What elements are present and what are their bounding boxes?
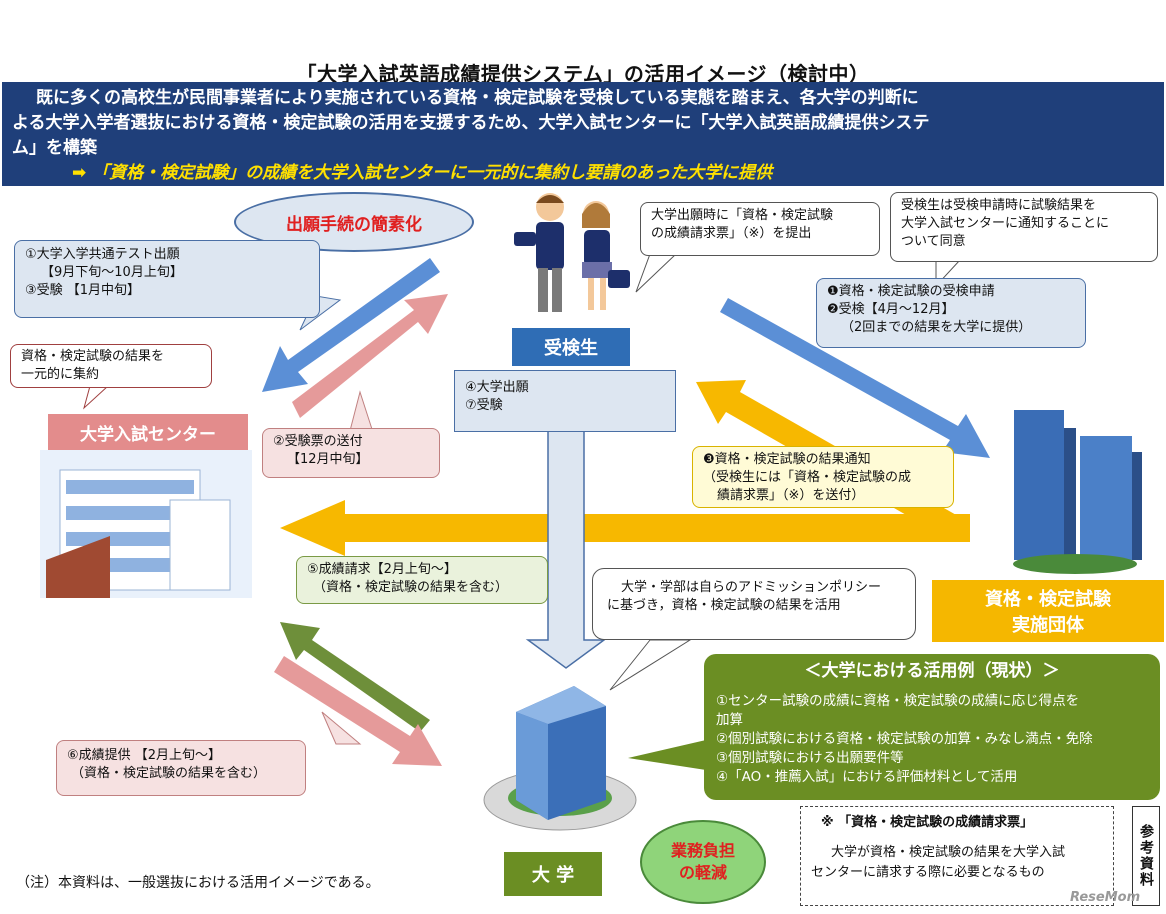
footnote-heading: ※ 「資格・検定試験の成績請求票」 xyxy=(821,815,1034,830)
score-provide-callout: ⑥成績提供 【2月上旬～】 （資格・検定試験の結果を含む） xyxy=(56,740,306,796)
common-test-callout: ①大学入学共通テスト出願 【9月下旬～10月上旬】 ③受験 【1月中旬】 xyxy=(14,240,320,318)
center-building-illustration xyxy=(40,450,252,598)
university-building-illustration xyxy=(483,686,637,831)
result-notice-callout: ❸資格・検定試験の結果通知 （受検生には「資格・検定試験の成 績請求票」（※）を… xyxy=(692,446,954,508)
ticket-line-2: 【12月中旬】 xyxy=(287,452,369,467)
reduce-line-2: の軽減 xyxy=(678,863,727,882)
center-collect-line-2: 一元的に集約 xyxy=(21,367,100,382)
pink-ticket-arrow xyxy=(292,294,448,418)
common-test-line-3: ③受験 【1月中旬】 xyxy=(25,283,141,298)
consent-line-3: ついて同意 xyxy=(901,234,966,249)
students-illustration xyxy=(514,193,630,312)
exam-apply-line-1: ❶資格・検定試験の受検申請 xyxy=(827,284,995,299)
banner-line-1: 既に多くの高校生が民間事業者により実施されている資格・検定試験を受検している実態… xyxy=(36,88,919,108)
usage-examples-heading: ＜大学における活用例（現状）＞ xyxy=(804,661,1060,681)
result-notice-line-2: （受検生には「資格・検定試験の成 xyxy=(703,470,912,485)
simplify-ellipse: 出願手続の簡素化 xyxy=(234,192,474,252)
org-label-line-2: 実施団体 xyxy=(1012,615,1084,636)
students-label: 受検生 xyxy=(512,328,630,366)
score-provide-line-2: （資格・検定試験の結果を含む） xyxy=(71,766,267,781)
request-doc-line-2: の成績請求票」（※）を提出 xyxy=(651,226,812,241)
banner-line-4: ➡ 「資格・検定試験」の成績を大学入試センターに一元的に集約し要請のあった大学に… xyxy=(72,163,773,183)
note-text: （注）本資料は、一般選抜における活用イメージである。 xyxy=(16,875,380,891)
usage-example-3: ③個別試験における出願要件等 xyxy=(716,750,904,766)
usage-example-1: ①センター試験の成績に資格・検定試験の成績に応じ得点を xyxy=(716,693,1080,709)
org-label-line-1: 資格・検定試験 xyxy=(985,589,1111,610)
usage-example-1-cont: 加算 xyxy=(716,712,743,728)
usage-examples-box: ＜大学における活用例（現状）＞ ①センター試験の成績に資格・検定試験の成績に応じ… xyxy=(704,654,1160,800)
univ-apply-callout: ④大学出願 ⑦受験 xyxy=(454,370,676,432)
common-test-line-1: ①大学入学共通テスト出願 xyxy=(25,247,180,262)
consent-callout: 受検生は受検申請時に試験結果を 大学入試センターに通知することに ついて同意 xyxy=(890,192,1158,262)
exam-apply-line-3: （2回までの結果を大学に提供） xyxy=(841,320,1032,335)
center-label: 大学入試センター xyxy=(48,414,248,450)
consent-line-2: 大学入試センターに通知することに xyxy=(901,216,1110,231)
apply-down-arrow xyxy=(525,429,607,669)
center-collect-line-1: 資格・検定試験の結果を xyxy=(21,349,165,364)
score-request-callout: ⑤成績請求【2月上旬～】 （資格・検定試験の結果を含む） xyxy=(296,556,548,604)
green-request-arrow xyxy=(280,622,430,732)
reference-side-label: 参考資料 xyxy=(1132,806,1160,906)
footnote-box: ※ 「資格・検定試験の成績請求票」 大学が資格・検定試験の結果を大学入試 センタ… xyxy=(800,806,1114,906)
ticket-line-1: ②受験票の送付 xyxy=(273,434,363,449)
score-provide-line-1: ⑥成績提供 【2月上旬～】 xyxy=(67,748,222,763)
score-request-line-2: （資格・検定試験の結果を含む） xyxy=(313,580,509,595)
university-label: 大 学 xyxy=(504,852,602,896)
score-request-line-1: ⑤成績請求【2月上旬～】 xyxy=(307,562,457,577)
footnote-line-2: センターに請求する際に必要となるもの xyxy=(811,865,1045,880)
request-doc-callout: 大学出願時に「資格・検定試験 の成績請求票」（※）を提出 xyxy=(640,202,880,256)
ticket-callout: ②受験票の送付 【12月中旬】 xyxy=(262,428,440,478)
result-notice-line-3: 績請求票」（※）を送付） xyxy=(717,488,865,503)
reduce-line-1: 業務負担 xyxy=(670,841,735,860)
admission-policy-line-2: に基づき，資格・検定試験の結果を活用 xyxy=(607,598,841,613)
summary-banner: 既に多くの高校生が民間事業者により実施されている資格・検定試験を受検している実態… xyxy=(2,82,1164,186)
org-buildings-illustration xyxy=(1013,410,1142,574)
reduce-ellipse: 業務負担 の軽減 xyxy=(640,820,766,904)
exam-apply-callout: ❶資格・検定試験の受検申請 ❷受検【4月～12月】 （2回までの結果を大学に提供… xyxy=(816,278,1086,348)
univ-apply-line-1: ④大学出願 xyxy=(465,380,529,395)
watermark: ReseMom xyxy=(1070,890,1141,905)
footnote-line-1: 大学が資格・検定試験の結果を大学入試 xyxy=(831,845,1066,860)
org-label: 資格・検定試験 実施団体 xyxy=(932,580,1164,642)
common-test-line-2: 【9月下旬～10月上旬】 xyxy=(41,265,183,280)
pink-provide-arrow xyxy=(274,656,442,766)
banner-line-2: よる大学入学者選抜における資格・検定試験の活用を支援するため、大学入試センターに… xyxy=(12,113,930,133)
exam-apply-line-2: ❷受検【4月～12月】 xyxy=(827,302,955,317)
request-doc-line-1: 大学出願時に「資格・検定試験 xyxy=(651,208,834,223)
result-notice-line-1: ❸資格・検定試験の結果通知 xyxy=(703,452,871,467)
univ-apply-line-2: ⑦受験 xyxy=(465,398,503,413)
usage-example-2: ②個別試験における資格・検定試験の加算・みなし満点・免除 xyxy=(716,731,1093,747)
admission-policy-callout: 大学・学部は自らのアドミッションポリシー に基づき，資格・検定試験の結果を活用 xyxy=(592,568,916,640)
blue-exam-arrow xyxy=(720,298,990,458)
yellow-result-arrow xyxy=(280,500,970,556)
center-collect-callout: 資格・検定試験の結果を 一元的に集約 xyxy=(10,344,212,388)
blue-apply-arrow xyxy=(262,258,440,392)
simplify-text: 出願手続の簡素化 xyxy=(286,214,422,235)
admission-policy-line-1: 大学・学部は自らのアドミッションポリシー xyxy=(621,580,882,595)
consent-line-1: 受検生は受検申請時に試験結果を xyxy=(901,198,1097,213)
banner-line-3: ム」を構築 xyxy=(12,138,97,158)
usage-example-4: ④「AO・推薦入試」における評価材料として活用 xyxy=(716,769,1018,785)
